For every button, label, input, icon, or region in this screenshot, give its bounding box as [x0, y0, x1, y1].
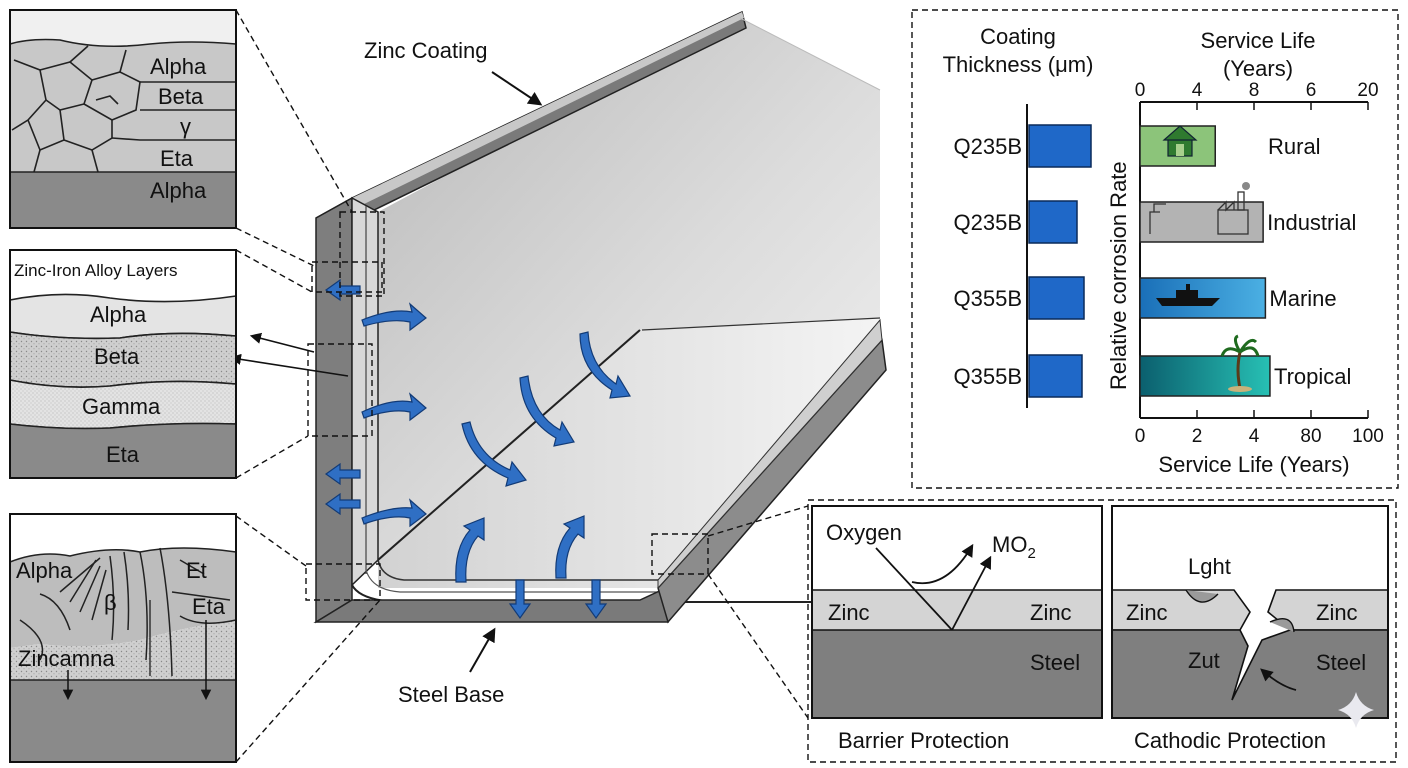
house-icon	[1162, 125, 1198, 157]
flow-arrow	[324, 492, 361, 516]
steel-label: Steel	[1030, 650, 1080, 675]
factory-icon	[1149, 182, 1250, 235]
zinc-layer-vertical	[351, 196, 379, 587]
barrier-protection-panel: Oxygen MO2 Zinc Zinc Steel Barrier Prote…	[811, 505, 1103, 753]
cathodic-steel-label: Steel	[1316, 650, 1366, 675]
zoom-leader-lines	[229, 9, 809, 763]
microstructure-top-panel: Alpha Beta γ Eta Alpha	[9, 9, 237, 229]
microstructure-bottom-panel: Alpha β Et Eta Zincamna	[9, 513, 237, 763]
middle-layer-label: Eta	[106, 442, 140, 467]
sparkle-icon	[1338, 692, 1374, 728]
cathodic-protection-panel: Lght Zinc Zinc Steel Zut Cathodic Protec…	[807, 499, 1397, 763]
thickness-title-line1: Coating	[980, 24, 1056, 49]
environment-label: Industrial	[1267, 210, 1356, 235]
bottom-tick-label: 2	[1192, 426, 1203, 447]
palm-tree-icon	[1220, 334, 1260, 392]
bottom-label: Zincamna	[18, 646, 115, 671]
service-title-line2: (Years)	[1223, 56, 1293, 81]
x-axis-label: Service Life (Years)	[1158, 452, 1349, 477]
bottom-tick-label: 100	[1352, 426, 1384, 447]
thickness-category-label: Q355B	[954, 286, 1023, 311]
thickness-bar	[1028, 276, 1085, 320]
zinc-left-label: Zinc	[828, 600, 870, 625]
environment-label: Tropical	[1274, 364, 1351, 389]
thickness-category-label: Q235B	[954, 210, 1023, 235]
steel-base-bottom	[313, 586, 669, 623]
flow-arrow	[579, 331, 632, 399]
ship-icon	[1156, 284, 1220, 306]
top-tick-label: 0	[1135, 80, 1146, 101]
chart-panel-border	[911, 9, 1399, 489]
steel-base-label: Steel Base	[398, 682, 504, 707]
thickness-bar	[1028, 354, 1083, 398]
environment-label: Rural	[1268, 134, 1321, 159]
top-tick-label: 20	[1357, 80, 1378, 101]
middle-layer-label: Beta	[94, 344, 140, 369]
top-layer-label: Alpha	[150, 54, 207, 79]
bottom-label: Alpha	[16, 558, 73, 583]
angle-steel-illustration	[305, 10, 887, 624]
top-layer-label: Alpha	[150, 178, 207, 203]
thickness-bar	[1028, 200, 1078, 244]
flow-arrow	[508, 579, 532, 620]
thickness-bars: Q235B Q235B Q355B Q355B	[954, 124, 1092, 398]
oxygen-label: Oxygen	[826, 520, 902, 545]
product-label: MO2	[992, 532, 1036, 562]
middle-layer-label: Gamma	[82, 394, 161, 419]
flow-arrow	[361, 498, 427, 528]
thickness-title-line2: Thickness (μm)	[943, 52, 1094, 77]
top-layer-label: Eta	[160, 146, 194, 171]
bottom-tick-label: 4	[1249, 426, 1260, 447]
top-tick-label: 4	[1192, 80, 1203, 101]
horizontal-leg-face	[378, 318, 882, 588]
middle-layer-label: Alpha	[90, 302, 147, 327]
thickness-bar	[1028, 124, 1092, 168]
zinc-coating-label: Zinc Coating	[364, 38, 488, 63]
bottom-axis-ticks: 0 2 4 80 100	[1135, 410, 1384, 447]
zinc-right-label: Zinc	[1030, 600, 1072, 625]
vertical-leg-face	[378, 18, 880, 560]
zinc-layer	[812, 590, 1102, 630]
microstructure-middle-panel: Zinc-Iron Alloy Layers Alpha Beta Gamma …	[9, 249, 237, 479]
thickness-category-label: Q235B	[954, 134, 1023, 159]
top-layer-label: Beta	[158, 84, 204, 109]
service-title-line1: Service Life	[1201, 28, 1316, 53]
y-axis-label: Relative corrosion Rate	[1106, 161, 1131, 390]
environment-label: Marine	[1269, 286, 1336, 311]
bottom-label: Et	[186, 558, 207, 583]
flow-arrow	[555, 515, 585, 579]
service-life-bar	[1139, 201, 1264, 243]
flow-arrow	[361, 302, 427, 332]
bottom-tick-label: 80	[1300, 426, 1321, 447]
top-tick-label: 8	[1249, 80, 1260, 101]
flow-arrow	[455, 517, 485, 583]
flow-arrow	[361, 392, 427, 422]
top-axis-ticks: 0 4 8 6 20	[1135, 80, 1379, 110]
top-tick-label: 6	[1306, 80, 1317, 101]
flow-arrow	[519, 375, 575, 447]
chart-panel: Coating Thickness (μm) Q235B Q235B Q355B Q3…	[911, 9, 1399, 489]
flow-arrow	[324, 462, 361, 486]
flow-arrow	[461, 421, 528, 487]
bottom-label: Eta	[192, 594, 226, 619]
bottom-label: β	[104, 590, 117, 615]
bottom-tick-label: 0	[1135, 426, 1146, 447]
top-layer-label: γ	[180, 114, 191, 139]
thickness-category-label: Q355B	[954, 364, 1023, 389]
barrier-protection-title: Barrier Protection	[838, 728, 1009, 753]
middle-panel-title: Zinc-Iron Alloy Layers	[14, 261, 177, 280]
steel-layer	[812, 630, 1102, 718]
flow-arrow	[584, 579, 608, 620]
cathodic-cut-label: Zut	[1188, 648, 1220, 673]
cathodic-protection-title: Cathodic Protection	[1134, 728, 1326, 753]
cathodic-top-label: Lght	[1188, 554, 1231, 579]
cathodic-zinc-left: Zinc	[1126, 600, 1168, 625]
cathodic-zinc-right: Zinc	[1316, 600, 1358, 625]
